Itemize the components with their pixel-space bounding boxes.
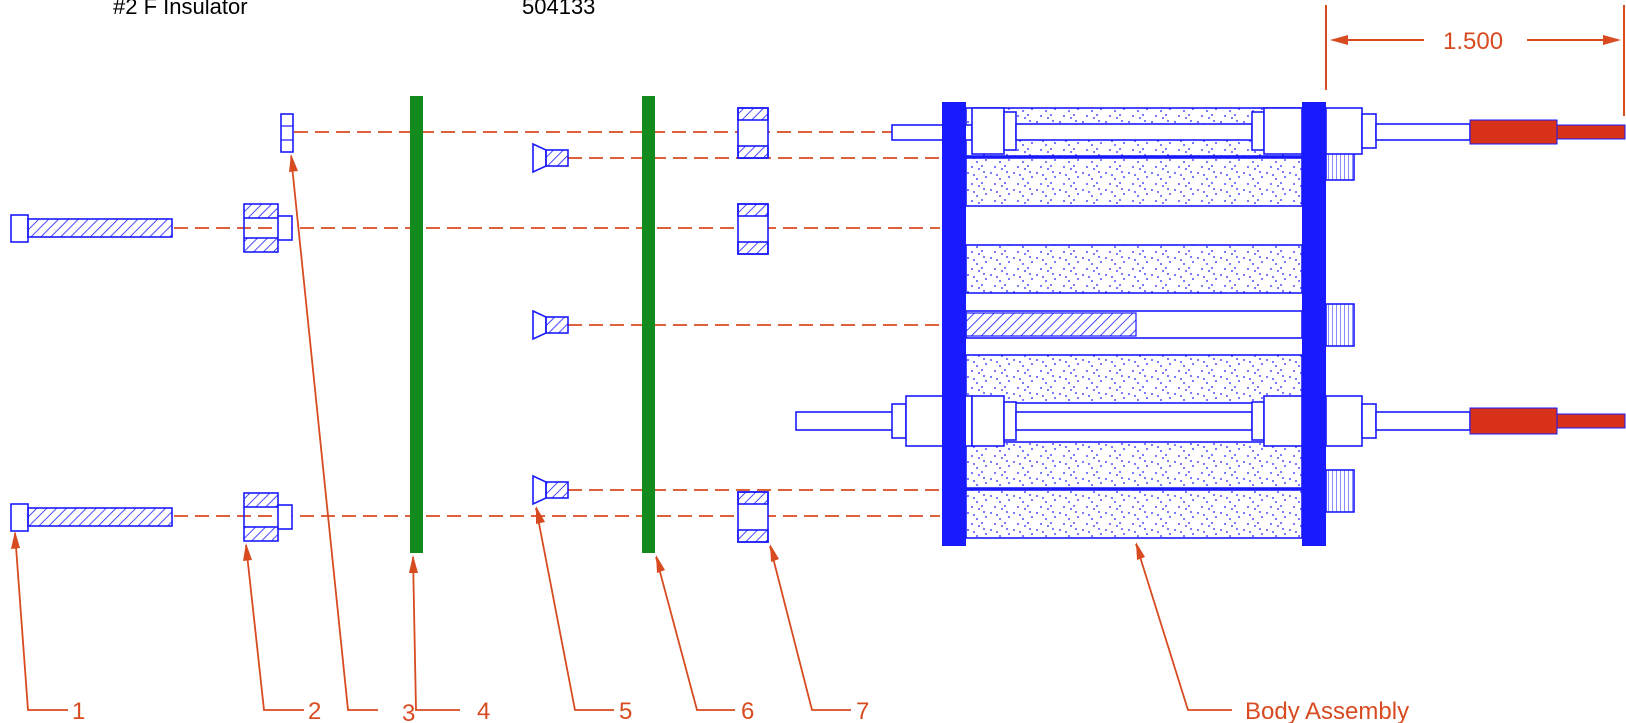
insulator-layer [965, 244, 1303, 294]
part-1-screw-top [10, 214, 173, 243]
terminal-connector [1556, 124, 1626, 140]
right-end-plate [1302, 102, 1326, 546]
insulator-layer [965, 441, 1303, 489]
callout-4: 4 [477, 698, 490, 723]
callout-7: 7 [856, 698, 869, 723]
threaded-insert [965, 312, 1137, 337]
part-7-spacer-1 [737, 107, 769, 159]
part-5-insert-middle [532, 309, 569, 341]
insulator-layer [965, 157, 1303, 207]
terminal-connector [1556, 413, 1626, 429]
dimension-1500: 1.500 [1325, 5, 1625, 116]
callout-6: 6 [741, 698, 754, 723]
body-assembly [795, 102, 1626, 546]
callout-leaders [14, 155, 1232, 711]
part-4-plate [410, 96, 423, 553]
callout-2: 2 [308, 698, 321, 723]
dimension-value: 1.500 [1443, 28, 1503, 55]
callout-1: 1 [72, 698, 85, 723]
terminal-connector [1469, 407, 1558, 435]
part-number-header: 504133 [522, 0, 596, 19]
knurled-knob [1325, 469, 1355, 513]
insulator-layer [965, 489, 1303, 539]
part-name-header: #2 F Insulator [113, 0, 248, 19]
part-3-nut [280, 113, 294, 153]
terminal-connector [1469, 119, 1558, 145]
callout-body-assembly: Body Assembly [1245, 698, 1409, 723]
part-5-insert-top [532, 142, 569, 174]
insulator-layer [965, 354, 1303, 404]
knurled-knob [1325, 303, 1355, 347]
callout-3: 3 [402, 700, 415, 723]
callout-5: 5 [619, 698, 632, 723]
callout-arrowheads [11, 154, 1145, 573]
part-7-spacer-2 [737, 203, 769, 255]
part-2-washer-bottom [243, 492, 293, 542]
left-end-plate [942, 102, 966, 546]
part-7-spacer-3 [737, 491, 769, 543]
part-1-screw-bottom [10, 503, 173, 532]
part-5-insert-bottom [532, 474, 569, 506]
part-2-washer-top [243, 203, 293, 253]
alignment-lines [174, 131, 940, 517]
part-6-plate [642, 96, 655, 553]
